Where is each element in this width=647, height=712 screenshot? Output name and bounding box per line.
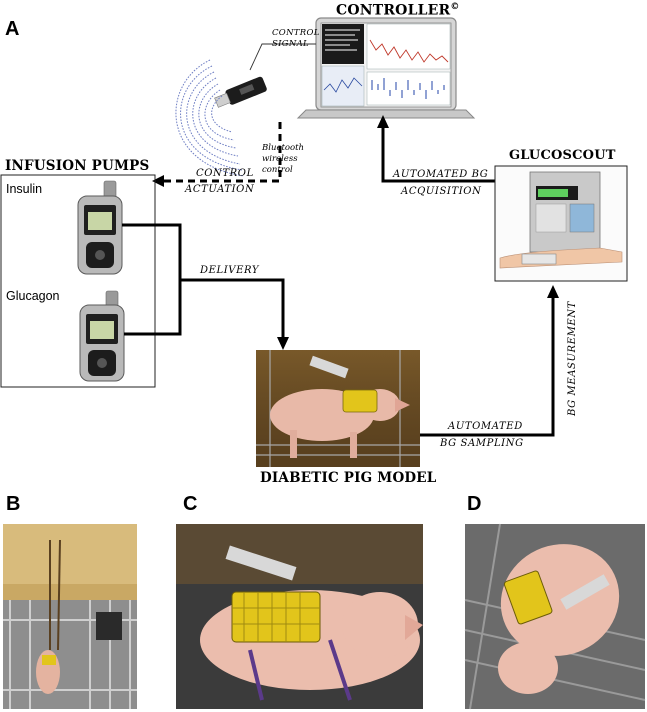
delivery-arrow — [180, 278, 285, 340]
bluetooth-label: Bluetooth wireless control — [262, 143, 305, 175]
usb-dongle-icon — [214, 76, 267, 108]
bluetooth-waves — [175, 59, 245, 177]
glucagon-pump-illustration — [79, 290, 125, 382]
glucoscout-title: GLUCOSCOUT — [509, 148, 616, 163]
pig-model-title: DIABETIC PIG MODEL — [260, 470, 437, 486]
infusion-pumps-title: INFUSION PUMPS — [5, 158, 150, 174]
bg-measurement-label: BG MEASUREMENT — [567, 301, 578, 416]
control-actuation-label: CONTROL ACTUATION — [185, 168, 255, 195]
bg-sampling-label: AUTOMATED BG SAMPLING — [440, 421, 524, 449]
bg-acquisition-label: AUTOMATED BG ACQUISITION — [393, 169, 489, 197]
insulin-pump-illustration — [77, 180, 123, 275]
bg-measurement-arrow — [420, 296, 555, 437]
controller-title: CONTROLLER© — [336, 2, 460, 19]
laptop-illustration — [296, 17, 476, 119]
delivery-label: DELIVERY — [200, 265, 260, 276]
bg-acquisition-arrow — [381, 126, 497, 183]
control-signal-line — [249, 43, 316, 71]
insulin-label: Insulin — [6, 182, 43, 196]
panel-label-d: D — [467, 493, 482, 515]
panel-label-c: C — [183, 493, 198, 515]
panel-label-a: A — [5, 18, 20, 40]
panel-b-photo — [3, 524, 137, 709]
delivery-lines — [122, 223, 182, 336]
pig-model-photo — [256, 350, 420, 467]
glucoscout-device-illustration — [499, 171, 623, 269]
panel-c-photo — [176, 524, 423, 709]
control-signal-label: CONTROL SIGNAL — [272, 28, 320, 49]
panel-d-photo — [464, 523, 646, 710]
panel-label-b: B — [6, 493, 21, 515]
glucagon-label: Glucagon — [6, 289, 60, 303]
control-actuation-arrow — [162, 122, 282, 183]
infusion-pumps-box — [0, 174, 156, 388]
